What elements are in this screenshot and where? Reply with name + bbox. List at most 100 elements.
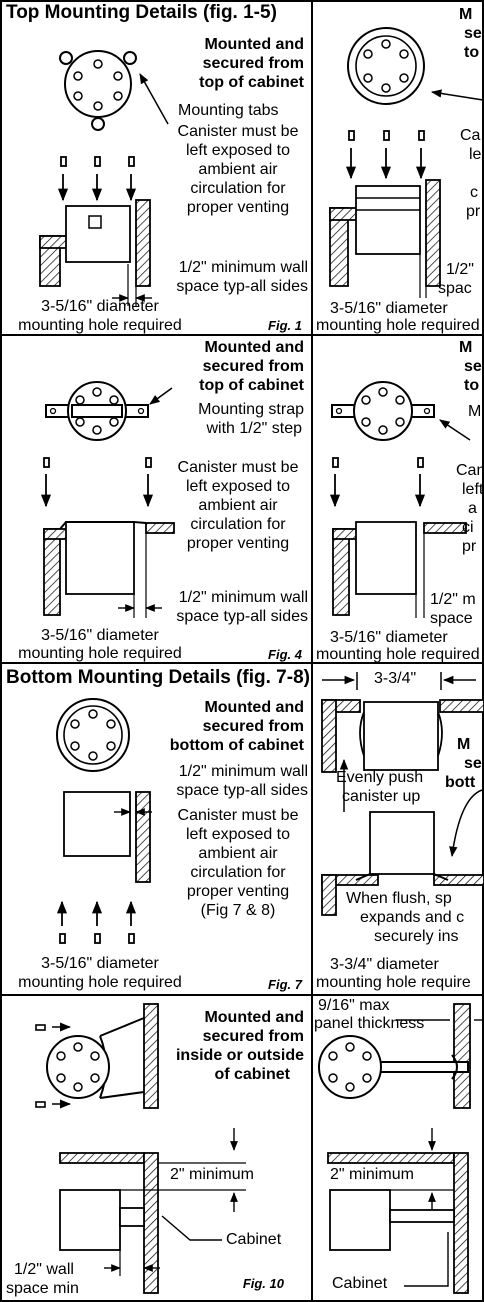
fig7-top-view [56, 698, 130, 772]
fig11-panel-1: 9/16" max [318, 997, 390, 1014]
fig10-wall-1: 1/2" wall [14, 1261, 74, 1278]
fig4-wall-2: space typ-all sides [176, 608, 308, 625]
fig7-label: Fig. 7 [268, 977, 302, 992]
fig8-flush-2: expands and c [360, 909, 465, 926]
fig4-hole-2: mounting hole required [18, 645, 182, 662]
fig8-dimension-label: 3-3/4" [374, 670, 417, 687]
fig1-secured-1: Mounted and [204, 36, 304, 53]
fig1-canister-2: left exposed to [185, 142, 291, 159]
fig2-secured-1: M [459, 6, 473, 23]
fig5-canister-2: left [462, 481, 484, 498]
fig10-label: Fig. 10 [242, 1276, 284, 1291]
bottom-mounting-heading: Bottom Mounting Details (fig. 7-8) [6, 667, 310, 688]
fig8-hole-1: 3-3/4" diameter [330, 956, 439, 973]
fig2-leader [430, 89, 484, 101]
fig4-strap-1: Mounting strap [198, 401, 304, 418]
fig1-canister-1: Canister must be [177, 123, 299, 140]
fig4-label: Fig. 4 [268, 647, 302, 662]
fig2-wall-2: spac [438, 280, 472, 297]
fig11-minimum: 2" minimum [330, 1166, 414, 1183]
fig1-canister-3: ambient air [198, 161, 278, 178]
fig2-cabinet-section [329, 179, 441, 298]
fig1-tabs-leader [139, 73, 169, 125]
fig4-wall-1: 1/2" minimum wall [178, 589, 308, 606]
fig7-hole-1: 3-5/16" diameter [41, 955, 159, 972]
fig4-strap-2: with 1/2" step [206, 420, 302, 437]
fig1-secured-2: secured from [202, 55, 304, 72]
fig7-wall-2: space typ-all sides [176, 782, 308, 799]
fig7-cabinet-section [40, 791, 152, 883]
top-mounting-heading: Top Mounting Details (fig. 1-5) [6, 2, 277, 23]
fig4-canister-5: proper venting [186, 535, 290, 552]
fig2-canister-1: Ca [460, 127, 481, 144]
fig5-wall-2: space [430, 610, 473, 627]
fig1-wall-2: space typ-all sides [176, 278, 308, 295]
fig4-secured-3: top of cabinet [199, 377, 304, 394]
fig8-push-1: Evenly push [336, 769, 424, 786]
fig8-hole-2: mounting hole require [316, 974, 471, 991]
fig1-mounting-tabs: Mounting tabs [178, 102, 279, 119]
fig1-hole-2: mounting hole required [18, 317, 182, 334]
fig2-top-view [347, 27, 425, 105]
fig11-cabinet: Cabinet [332, 1275, 388, 1292]
fig7-canister-3: ambient air [198, 845, 278, 862]
fig5-wall-1: 1/2" m [430, 591, 476, 608]
fig7-secured-3: bottom of cabinet [169, 737, 304, 754]
fig4-canister-1: Canister must be [177, 459, 299, 476]
fig1-top-view [59, 50, 137, 131]
fig2-screws [345, 130, 427, 180]
fig1-cabinet-section [39, 199, 152, 306]
fig10-secured-2: secured from [202, 1028, 304, 1045]
fig5-canister-4: ci [462, 519, 474, 536]
fig5-canister-3: a [468, 500, 477, 517]
fig4-secured-1: Mounted and [204, 339, 304, 356]
fig2-canister-3: c [470, 184, 478, 201]
fig10-screws [35, 1022, 72, 1109]
fig1-canister-4: circulation for [190, 180, 286, 197]
fig1-hole-1: 3-5/16" diameter [41, 298, 159, 315]
fig1-screws [57, 156, 137, 202]
fig5-cabinet-section [332, 521, 467, 618]
fig11-side-view [318, 1003, 484, 1109]
fig5-secured-1: M [459, 339, 473, 356]
fig10-secured-3: inside or outside [175, 1047, 304, 1064]
fig7-secured-1: Mounted and [204, 699, 304, 716]
fig1-canister-5: proper venting [186, 199, 290, 216]
fig5-secured-2: se [464, 358, 482, 375]
fig7-canister-2: left exposed to [185, 826, 291, 843]
fig1-wall-1: 1/2" minimum wall [178, 259, 308, 276]
fig1-secured-3: top of cabinet [199, 74, 304, 91]
fig11-panel-2: panel thickness [314, 1015, 425, 1032]
fig4-canister-3: ambient air [198, 497, 278, 514]
fig5-canister-5: pr [462, 538, 477, 555]
fig8-push-2: canister up [342, 788, 421, 805]
fig10-minimum: 2" minimum [170, 1166, 254, 1183]
fig8-secured-3: bott [445, 774, 476, 791]
fig7-hole-2: mounting hole required [18, 974, 182, 991]
fig2-canister-2: le [469, 146, 482, 163]
fig2-hole-1: 3-5/16" diameter [330, 300, 448, 317]
fig5-canister-1: Can [456, 462, 484, 479]
fig5-leader [439, 419, 471, 441]
fig4-cabinet-section [43, 521, 175, 618]
fig5-secured-3: to [464, 377, 480, 394]
fig5-hole-1: 3-5/16" diameter [330, 629, 448, 646]
fig8-dimension [322, 672, 476, 690]
fig2-hole-2: mounting hole required [316, 317, 480, 334]
fig4-canister-4: circulation for [190, 516, 286, 533]
fig7-screws [56, 900, 137, 944]
fig11-cabinet-section [327, 1128, 469, 1294]
fig5-top-view [331, 381, 435, 441]
fig4-top-view [45, 381, 149, 441]
fig7-canister-4: circulation for [190, 864, 286, 881]
fig1-label: Fig. 1 [268, 318, 302, 333]
fig8-flush-1: When flush, sp [346, 890, 452, 907]
fig4-canister-2: left exposed to [185, 478, 291, 495]
fig7-canister-1: Canister must be [177, 807, 299, 824]
fig8-flush-3: securely ins [374, 928, 459, 945]
fig8-secured-2: se [464, 755, 482, 772]
fig10-secured-1: Mounted and [204, 1009, 304, 1026]
fig10-cabinet-section [59, 1128, 246, 1294]
